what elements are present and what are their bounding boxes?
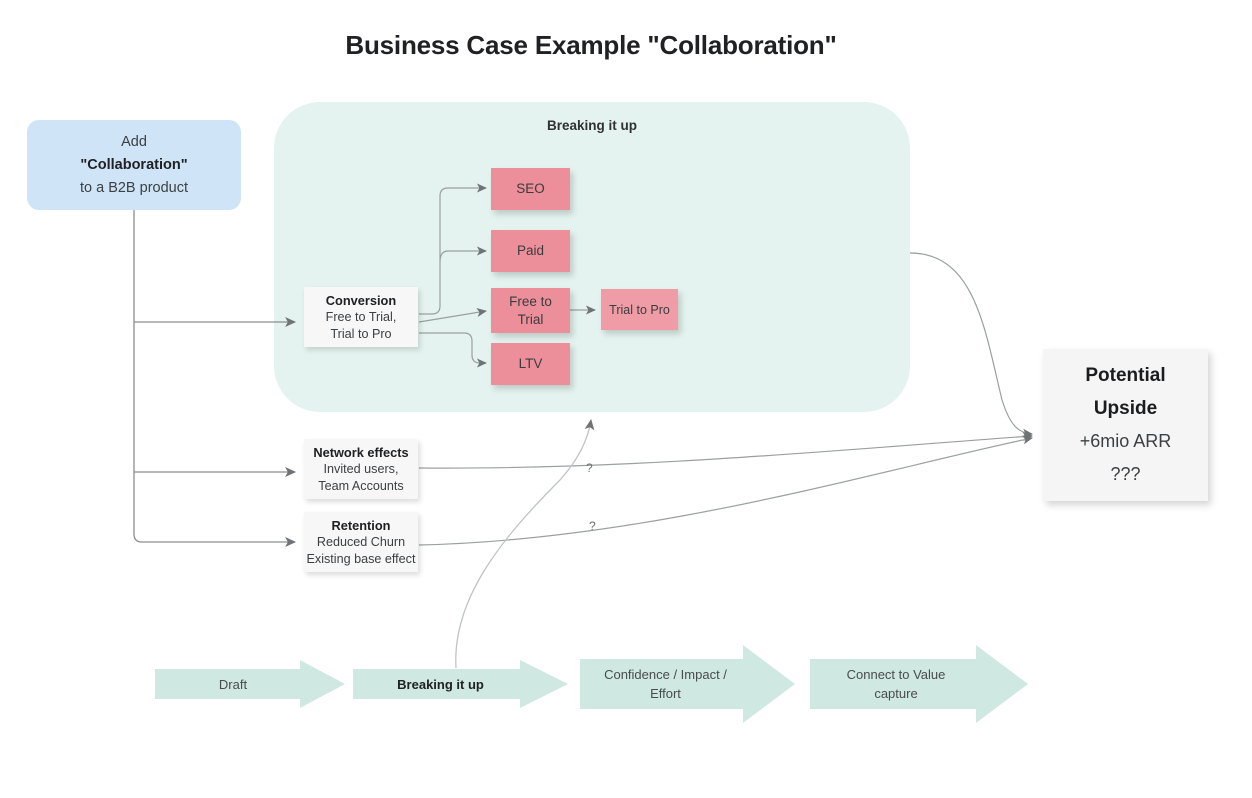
process-step-confidence-impact-effort-label: Confidence / Impact / Effort (604, 667, 727, 701)
process-step-connect-to-value-capture-label: Connect to Value capture (846, 667, 946, 701)
start-box[interactable]: Add "Collaboration" to a B2B product (27, 120, 241, 210)
process-step-draft[interactable]: Draft (155, 660, 345, 708)
driver-note-retention[interactable]: Retention Reduced Churn Existing base ef… (304, 512, 418, 572)
downstream-note-trial-to-pro[interactable]: Trial to Pro (601, 289, 678, 330)
conversion-child-ltv-label: LTV (518, 356, 543, 371)
driver-line1-retention: Reduced Churn (316, 534, 406, 549)
process-step-draft-label: Draft (218, 676, 248, 692)
start-box-line2: "Collaboration" (80, 156, 188, 173)
driver-line1-network-effects: Invited users, (323, 461, 399, 476)
process-step-breaking-it-up[interactable]: Breaking it up (353, 660, 568, 708)
driver-note-conversion[interactable]: Conversion Free to Trial, Trial to Pro (304, 287, 418, 347)
edge-label-network-question: ? (586, 461, 593, 475)
driver-line1-conversion: Free to Trial, (325, 309, 397, 324)
outcome-unknown: ??? (1110, 464, 1141, 484)
process-step-connect-to-value-capture[interactable]: Connect to Value capture (810, 645, 1028, 723)
outcome-title-line2: Upside (1093, 398, 1158, 419)
downstream-note-trial-to-pro-label: Trial to Pro (609, 302, 670, 317)
driver-line2-network-effects: Team Accounts (318, 478, 404, 493)
driver-line2-retention: Existing base effect (306, 551, 416, 566)
start-box-line1: Add (121, 133, 147, 150)
process-step-confidence-impact-effort[interactable]: Confidence / Impact / Effort (580, 645, 795, 723)
driver-note-network-effects[interactable]: Network effects Invited users, Team Acco… (304, 439, 418, 499)
conversion-child-seo-label: SEO (516, 181, 545, 196)
outcome-title-line1: Potential (1085, 365, 1166, 386)
conversion-child-ltv[interactable]: LTV (491, 343, 570, 385)
conversion-child-paid-label: Paid (516, 243, 545, 258)
page-title: Business Case Example "Collaboration" (345, 30, 837, 60)
conversion-child-paid[interactable]: Paid (491, 230, 570, 272)
driver-title-retention: Retention (331, 517, 391, 533)
start-box-line3: to a B2B product (79, 179, 188, 196)
process-step-breaking-it-up-label: Breaking it up (397, 676, 484, 692)
driver-line2-conversion: Trial to Pro (330, 326, 392, 341)
outcome-potential-upside[interactable]: Potential Upside +6mio ARR ??? (1043, 349, 1208, 501)
driver-title-network-effects: Network effects (313, 444, 409, 460)
conversion-child-seo[interactable]: SEO (491, 168, 570, 210)
conversion-child-free-to-trial[interactable]: Free to Trial (491, 288, 570, 333)
breaking-it-up-zone-label: Breaking it up (546, 118, 637, 133)
conversion-child-free-to-trial-label: Free to Trial (509, 293, 552, 327)
driver-title-conversion: Conversion (325, 292, 397, 308)
breaking-it-up-zone: Breaking it up (274, 102, 910, 412)
outcome-value: +6mio ARR (1079, 431, 1172, 451)
edge-label-retention-question: ? (589, 519, 596, 533)
